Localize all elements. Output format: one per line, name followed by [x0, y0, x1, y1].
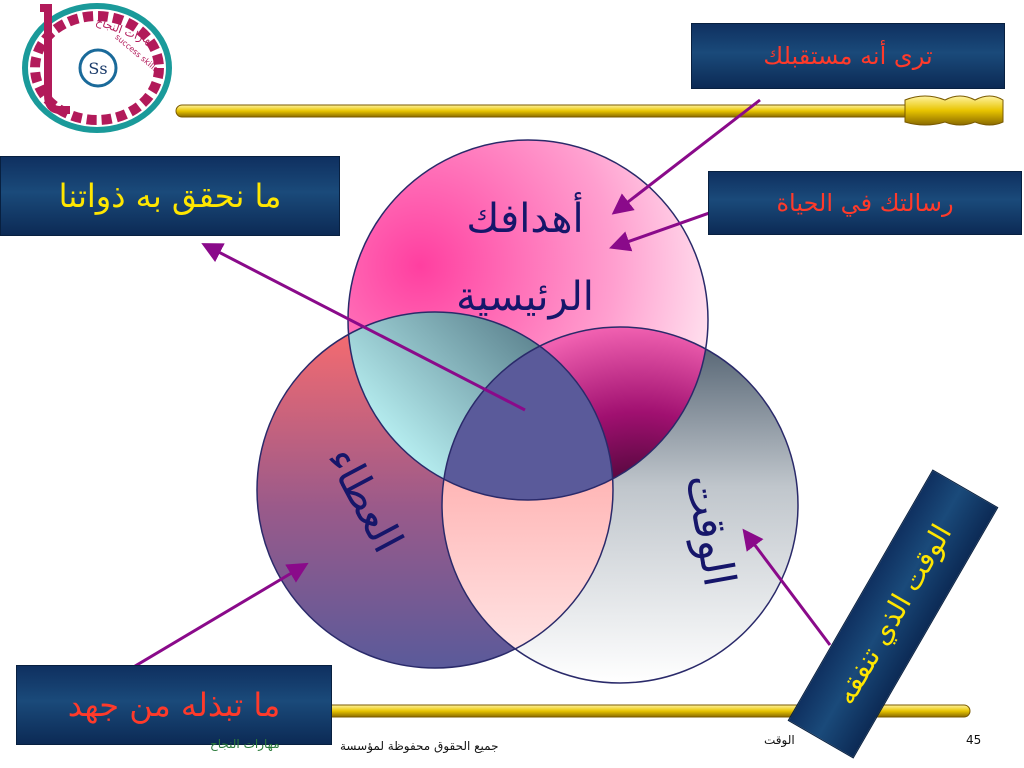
footer-center: الوقت [764, 733, 795, 747]
arrow-time-spent [742, 528, 832, 646]
svg-text:Ss: Ss [88, 59, 107, 78]
footer-rights: جميع الحقوق محفوظة لمؤسسة [340, 739, 499, 753]
overlap-center [442, 327, 613, 500]
monogram-icon [78, 48, 118, 88]
page-number: 45 [966, 733, 982, 747]
top-rule [175, 95, 1004, 126]
arrow-future [611, 98, 761, 215]
callout-self-realization: ما نحقق به ذواتنا [0, 156, 340, 236]
logo: Ss مهارات النجاح success skills [22, 3, 172, 133]
footer-org: مهارات النجاح [210, 737, 280, 751]
callout-effort: ما تبذله من جهد [16, 665, 332, 745]
arrow-effort [119, 562, 309, 677]
callout-mission: رسالتك في الحياة [708, 171, 1022, 235]
label-goals: أهدافك الرئيسية [456, 196, 594, 320]
callout-future: ترى أنه مستقبلك [691, 23, 1005, 89]
arrow-self-realization [201, 243, 526, 412]
